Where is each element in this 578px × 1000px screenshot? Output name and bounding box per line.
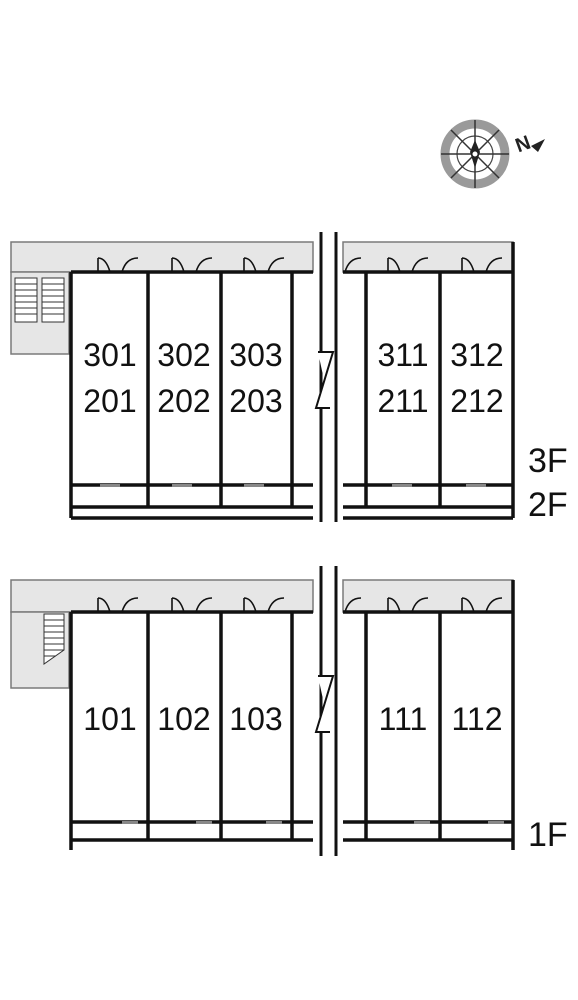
unit-label-102: 102 — [157, 701, 210, 737]
lower-floor-block: 101 102 103 111 112 1F — [10, 566, 568, 856]
unit-label-211: 211 — [377, 383, 428, 419]
unit-label-202: 202 — [157, 383, 210, 419]
unit-label-101: 101 — [83, 701, 136, 737]
unit-label-212: 212 — [450, 383, 503, 419]
unit-label-201: 201 — [83, 383, 136, 419]
break-line-icon — [314, 675, 335, 733]
unit-label-301: 301 — [83, 337, 136, 373]
north-label: N — [513, 132, 534, 158]
unit-label-112: 112 — [451, 701, 502, 737]
unit-label-111: 111 — [379, 701, 428, 737]
staircase-icon — [14, 277, 65, 323]
compass-rose-icon — [440, 119, 510, 189]
staircase-icon — [43, 613, 65, 665]
floor-label-3f: 3F — [528, 442, 568, 480]
north-arrow-icon — [531, 139, 545, 152]
corridor-lower — [10, 579, 314, 613]
door-swing-icon — [97, 257, 503, 273]
corridor-upper — [10, 241, 314, 273]
break-line-icon — [314, 351, 335, 409]
window-icon — [100, 484, 486, 487]
unit-label-103: 103 — [229, 701, 282, 737]
floor-label-1f: 1F — [528, 816, 568, 854]
floor-label-2f: 2F — [528, 486, 568, 524]
upper-floor-block: 301 302 303 311 312 201 202 203 211 212 … — [10, 232, 568, 524]
unit-label-311: 311 — [377, 337, 428, 373]
unit-label-303: 303 — [229, 337, 282, 373]
unit-label-302: 302 — [157, 337, 210, 373]
door-swing-icon — [97, 597, 503, 613]
unit-label-312: 312 — [450, 337, 503, 373]
unit-label-203: 203 — [229, 383, 282, 419]
window-icon — [122, 821, 504, 824]
